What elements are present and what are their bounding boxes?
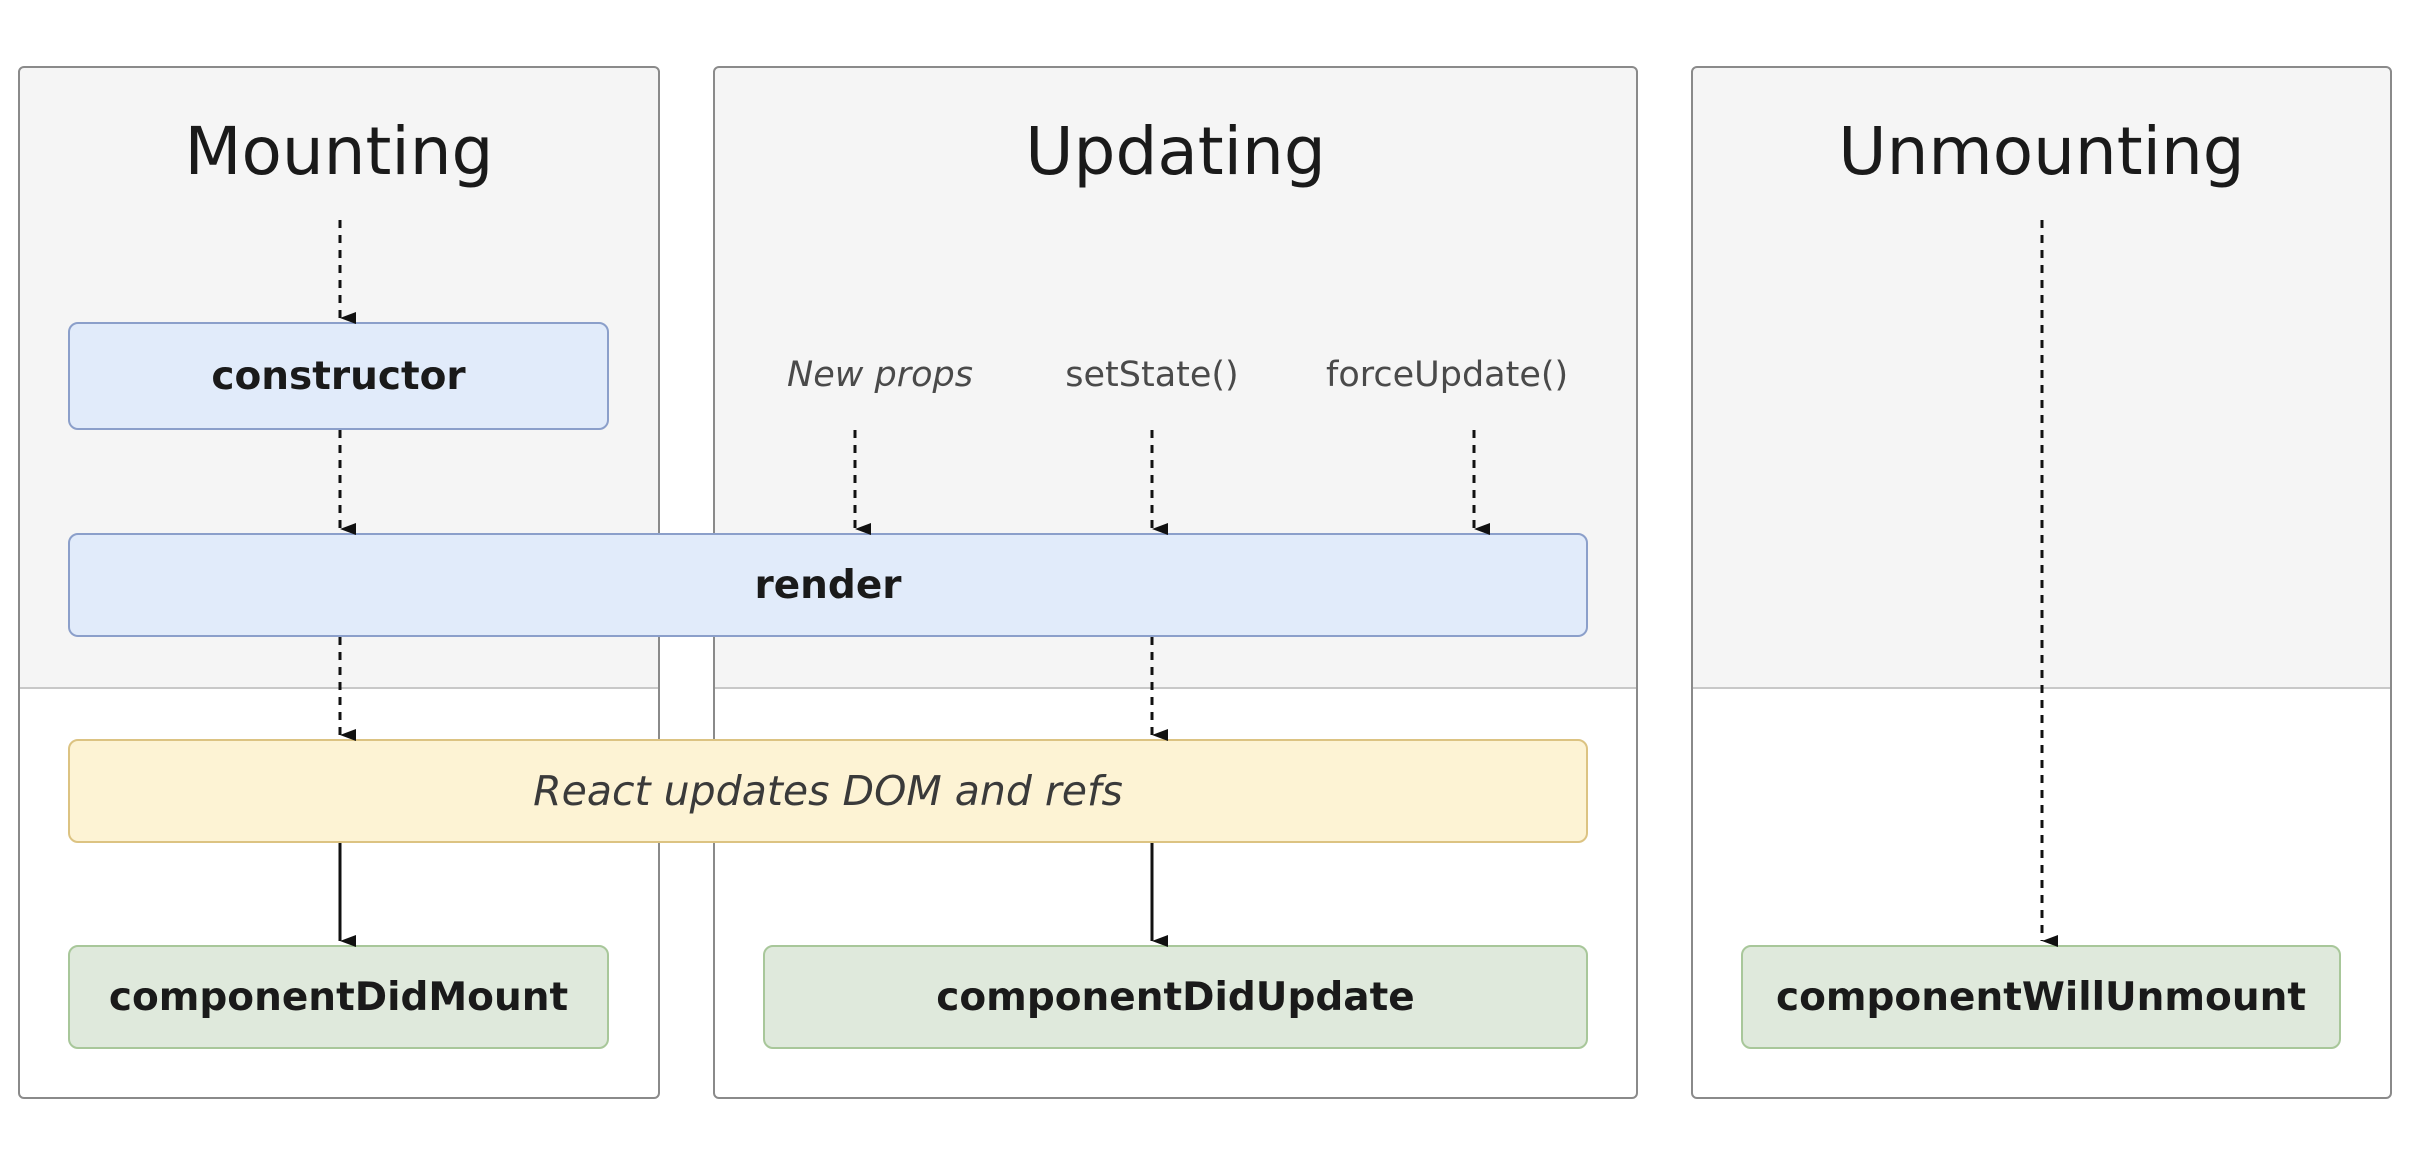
constructor-box: constructor (68, 322, 609, 430)
component-did-update-label: componentDidUpdate (936, 974, 1415, 1020)
component-did-mount-label: componentDidMount (108, 974, 569, 1020)
constructor-label: constructor (211, 353, 466, 399)
component-did-mount-box: componentDidMount (68, 945, 609, 1049)
updating-title: Updating (1025, 113, 1326, 190)
render-box: render (68, 533, 1588, 637)
force-update-trigger: forceUpdate() (1326, 355, 1569, 395)
unmounting-title: Unmounting (1838, 113, 2245, 190)
dom-update-box: React updates DOM and refs (68, 739, 1588, 843)
mounting-title: Mounting (184, 113, 494, 190)
set-state-trigger: setState() (1065, 355, 1239, 395)
component-will-unmount-box: componentWillUnmount (1741, 945, 2341, 1049)
new-props-trigger: New props (787, 355, 973, 395)
component-did-update-box: componentDidUpdate (763, 945, 1588, 1049)
render-label: render (754, 562, 902, 608)
dom-update-label: React updates DOM and refs (533, 767, 1123, 815)
component-will-unmount-label: componentWillUnmount (1775, 974, 2307, 1020)
